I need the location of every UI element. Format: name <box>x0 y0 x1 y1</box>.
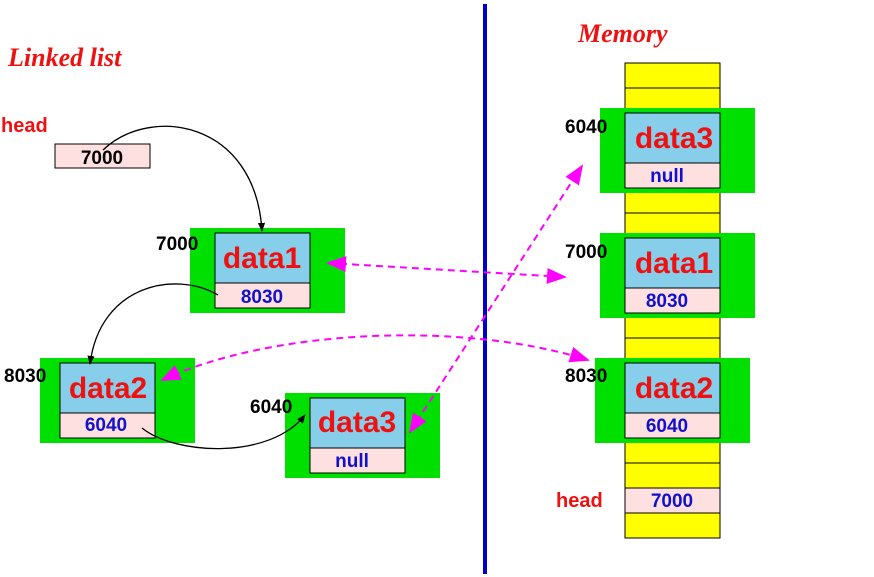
data1-correspondence-arrow <box>326 256 567 284</box>
block-next: 6040 <box>646 416 688 437</box>
list-node-data1: 7000 data1 8030 <box>156 228 345 313</box>
data2-to-data3-arrow <box>141 414 306 450</box>
head-label: head <box>1 115 48 137</box>
list-node-data3: 6040 data3 null <box>250 393 440 478</box>
block-data: data2 <box>635 372 713 405</box>
block-data-cell <box>624 362 721 414</box>
list-node-data2: 8030 data2 6040 <box>4 358 195 443</box>
node-data: data3 <box>318 406 396 439</box>
node-pointer-cell <box>214 282 311 309</box>
block-address: 7000 <box>565 242 607 263</box>
node-pointer-cell <box>309 447 406 474</box>
memory-title: Memory <box>577 19 668 48</box>
block-next: null <box>650 166 684 187</box>
block-pointer-cell <box>624 162 721 189</box>
block-next: 8030 <box>646 291 688 312</box>
node-pointer-cell <box>59 412 156 439</box>
node-address: 8030 <box>4 366 46 387</box>
data1-to-data2-arrow <box>87 283 219 365</box>
memory-block-data3: 6040 data3 null <box>565 108 755 193</box>
block-data: data3 <box>635 122 713 155</box>
data3-correspondence-arrow <box>408 164 584 434</box>
memory-block-data1: 7000 data1 8030 <box>565 233 755 318</box>
memory-cell <box>624 462 721 489</box>
node-next: 6040 <box>85 415 127 436</box>
memory-column: 6040 data3 null 7000 data1 8030 8030 dat… <box>556 62 755 539</box>
memory-cell <box>624 512 721 539</box>
block-data-cell <box>624 112 721 164</box>
memory-head-label: head <box>556 490 603 512</box>
block-address: 8030 <box>565 366 607 387</box>
memory-head-cell <box>624 487 721 514</box>
node-next: 8030 <box>241 287 283 308</box>
head-pointer-cell <box>54 143 151 169</box>
block-data: data1 <box>635 247 713 280</box>
memory-cell <box>624 62 721 89</box>
block-address: 6040 <box>565 117 607 138</box>
node-address: 7000 <box>156 234 198 255</box>
node-data-cell <box>309 397 406 449</box>
block-data-cell <box>624 237 721 289</box>
memory-block-data2: 8030 data2 6040 <box>565 358 750 443</box>
node-data: data1 <box>223 242 301 275</box>
block-pointer-cell <box>624 412 721 439</box>
memory-head-value: 7000 <box>651 491 693 512</box>
linked-list-title: Linked list <box>7 43 122 72</box>
node-next: null <box>335 451 369 472</box>
node-data: data2 <box>69 372 147 405</box>
head-pointer-value: 7000 <box>81 148 123 169</box>
block-pointer-cell <box>624 287 721 314</box>
node-data-cell <box>59 362 156 414</box>
data2-correspondence-arrow <box>160 334 590 381</box>
node-address: 6040 <box>250 397 292 418</box>
head-to-data1-arrow <box>102 125 266 232</box>
